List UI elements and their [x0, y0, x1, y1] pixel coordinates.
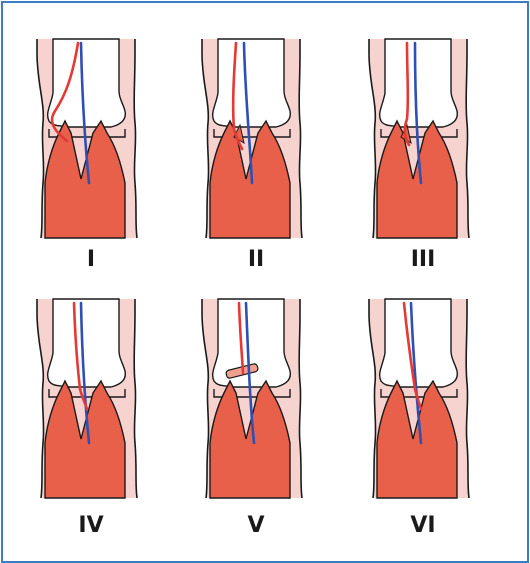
panel-I-illustration — [36, 38, 138, 239]
popliteal-vein — [244, 301, 256, 445]
joint-line — [48, 389, 126, 398]
limb-left-outline — [36, 299, 45, 499]
popliteal-vein — [79, 41, 91, 185]
femur-shape — [378, 298, 458, 388]
panel-III-label: III — [410, 247, 436, 272]
popliteal-artery — [403, 41, 411, 147]
panel-II: II — [196, 33, 316, 283]
panel-I-label: I — [86, 247, 96, 272]
limb-right-outline — [133, 39, 138, 239]
femur-shape — [46, 38, 126, 128]
popliteal-artery — [72, 301, 89, 411]
femur-shape — [46, 298, 126, 388]
popliteal-artery — [237, 301, 245, 375]
limb-right-outline — [298, 39, 303, 239]
limb-left-outline — [368, 39, 377, 239]
panel-V: V — [196, 293, 316, 543]
panel-V-illustration — [201, 298, 303, 499]
joint-line — [213, 129, 291, 138]
limb-left-outline — [368, 299, 377, 499]
limb-left-outline — [201, 39, 210, 239]
joint-line — [213, 389, 291, 398]
popliteal-artery — [231, 41, 244, 151]
joint-line — [380, 129, 458, 138]
popliteal-vein — [79, 301, 91, 445]
popliteal-artery — [50, 41, 80, 143]
panel-III: III — [363, 33, 483, 283]
popliteal-vein — [413, 41, 423, 185]
panel-III-illustration — [368, 38, 470, 239]
calf-muscle-shape — [209, 119, 291, 239]
panel-II-label: II — [247, 247, 265, 272]
femur-shape — [211, 298, 291, 388]
limb-left-outline — [36, 39, 45, 239]
panel-IV-illustration — [36, 298, 138, 499]
limb-right-outline — [465, 299, 470, 499]
panel-VI-label: VI — [410, 513, 436, 538]
joint-line — [48, 129, 126, 138]
femur-shape — [378, 38, 458, 128]
panel-IV: IV — [31, 293, 151, 543]
panel-VI-illustration — [368, 298, 470, 499]
panel-II-illustration — [201, 38, 303, 239]
limb-right-outline — [298, 299, 303, 499]
limb-right-outline — [133, 299, 138, 499]
panel-I: I — [31, 33, 151, 283]
panel-V-label: V — [247, 513, 265, 538]
popliteal-artery — [402, 301, 423, 411]
panel-VI: VI — [363, 293, 483, 543]
limb-left-outline — [201, 299, 210, 499]
femur-shape — [211, 38, 291, 128]
panel-IV-label: IV — [78, 513, 104, 538]
joint-line — [380, 389, 458, 398]
popliteal-vein — [409, 301, 423, 445]
popliteal-vein — [242, 41, 254, 185]
limb-right-outline — [465, 39, 470, 239]
